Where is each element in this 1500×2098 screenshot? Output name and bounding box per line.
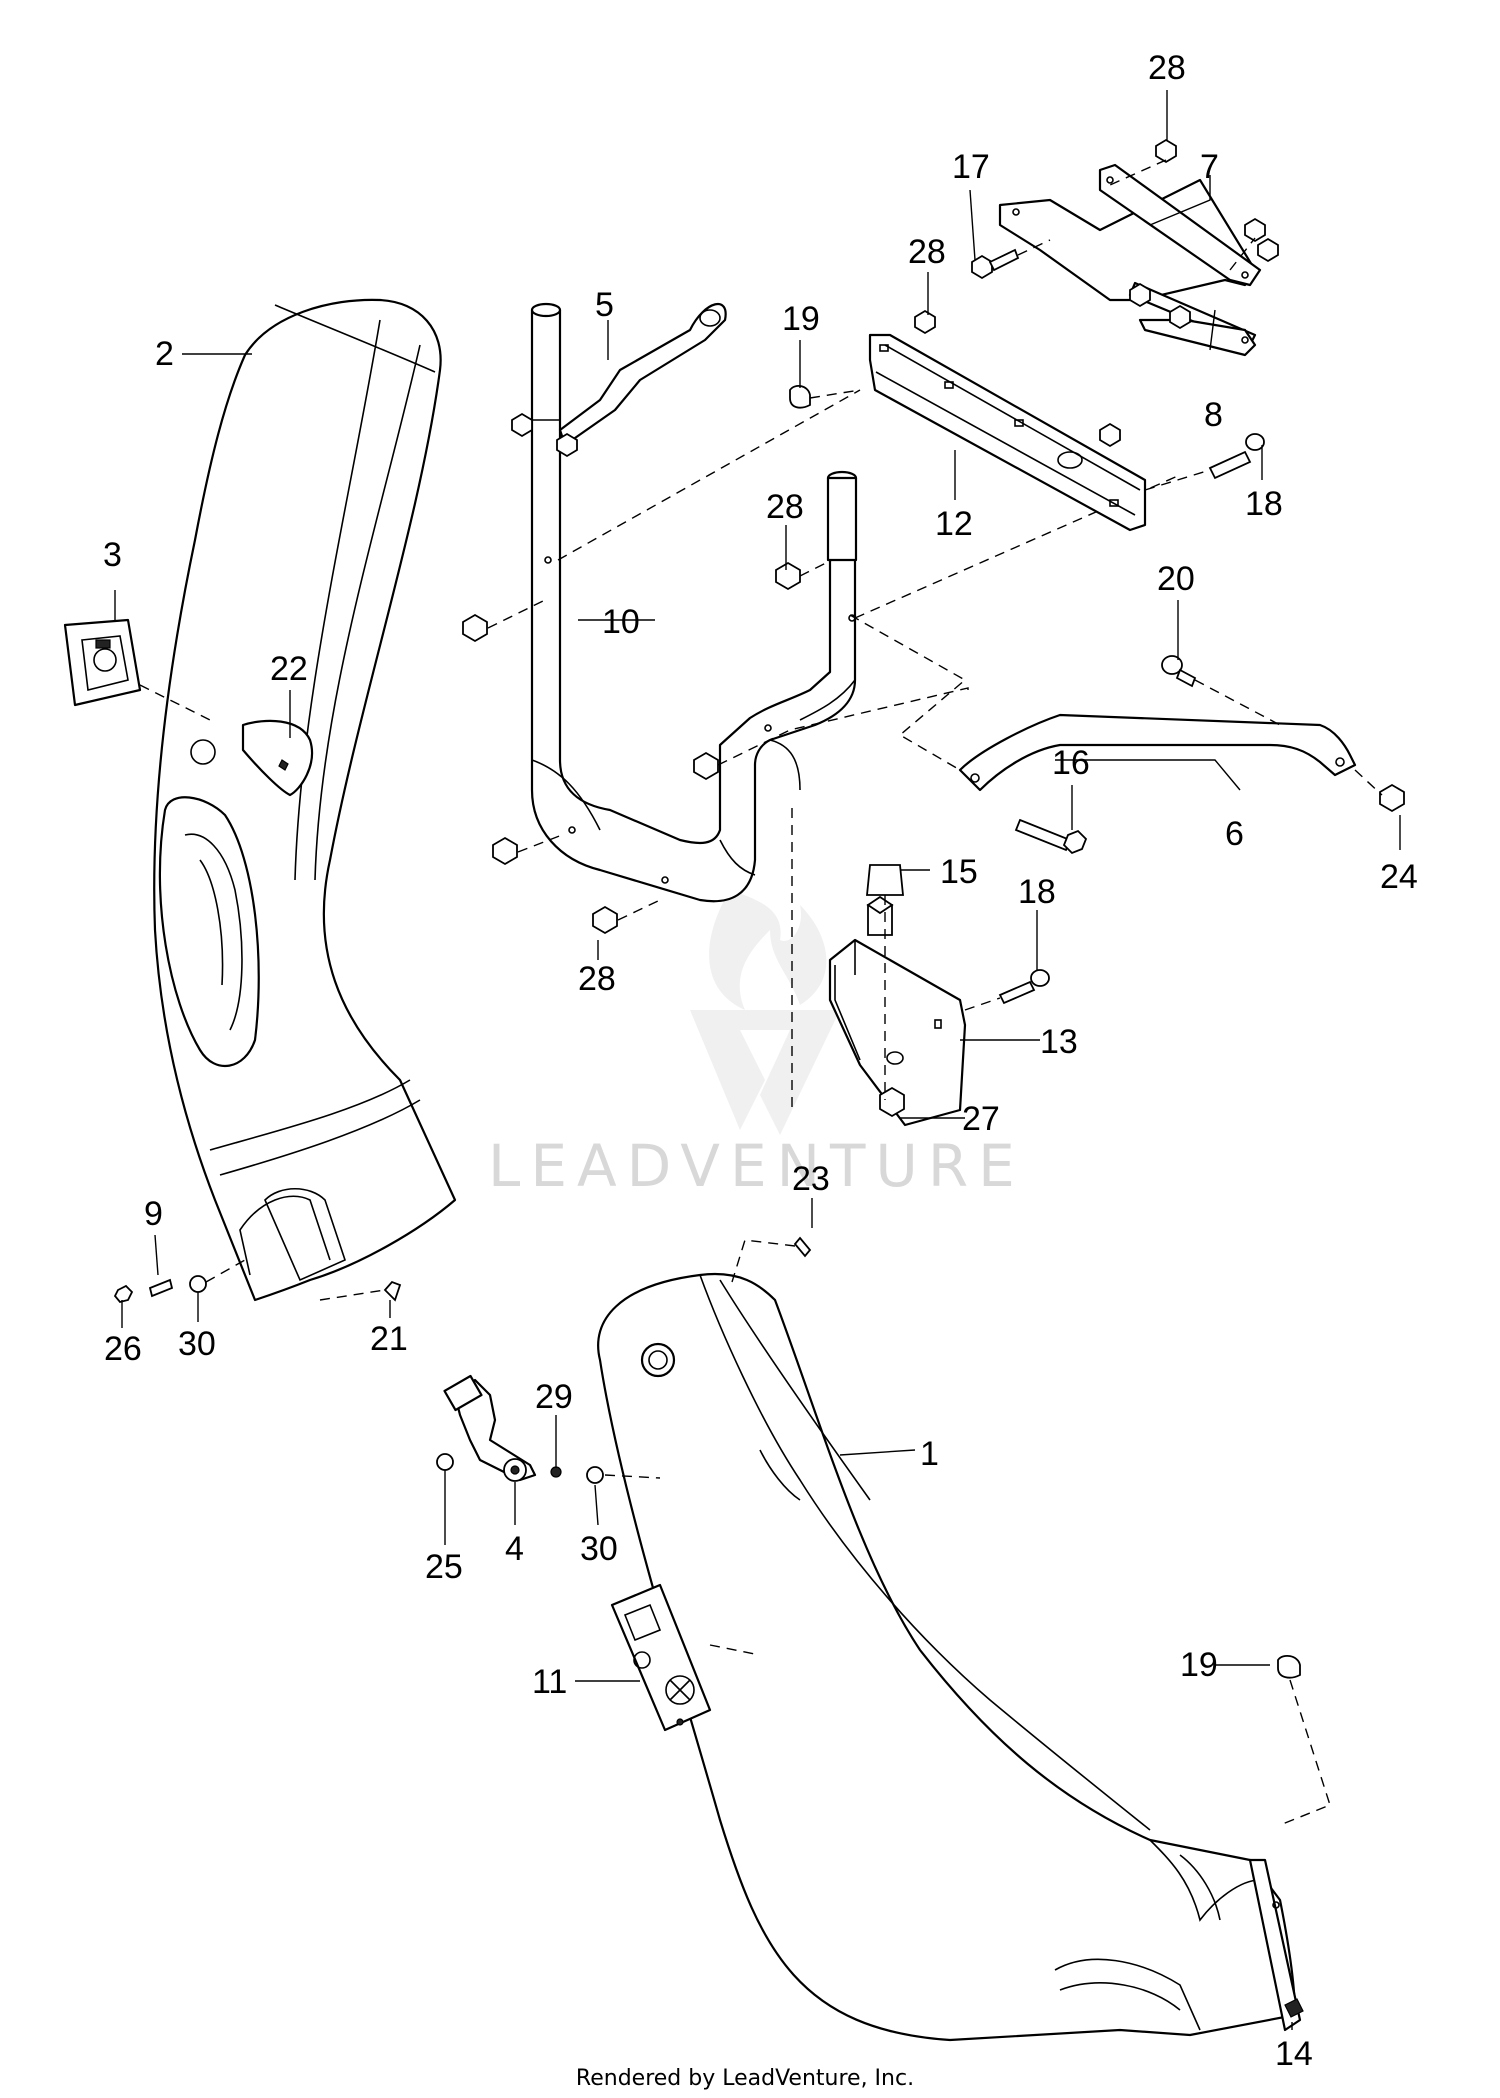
callout-18-upper: 18 [1245,485,1283,523]
part-18-bolt-upper [1144,433,1265,491]
callout-7: 7 [1200,148,1219,186]
callout-28-mid: 28 [908,233,946,271]
part-2-left-cover [153,298,457,1302]
part-6-rod [958,713,1357,855]
callout-3: 3 [103,536,122,574]
part-17-bolt [971,239,1051,280]
part-20-bolt [1161,655,1281,726]
callout-9: 9 [144,1195,163,1233]
callout-30-left: 30 [178,1325,216,1363]
callout-17: 17 [952,148,990,186]
callout-28-bottom: 28 [578,960,616,998]
watermark-logo [690,890,840,1135]
part-13-bracket [828,895,967,1127]
callout-2: 2 [155,335,174,373]
part-19-plug-lower [1277,1654,1331,1826]
part-5-bracket [511,302,727,458]
callout-18-lower: 18 [1018,873,1056,911]
callout-26: 26 [104,1330,142,1368]
callout-20: 20 [1157,560,1195,598]
callout-25: 25 [425,1548,463,1586]
part-19-plug [789,384,861,409]
callout-1: 1 [920,1435,939,1473]
part-15-bolt [866,864,904,1100]
part-7-8-straps [998,138,1279,357]
callout-13: 13 [1040,1023,1078,1061]
callout-28-top: 28 [1148,49,1186,87]
frame-nuts [462,561,801,935]
leader-lines [114,90,1401,2030]
part-12-plate [868,309,1147,532]
watermark-text: LEADVENTURE [488,1132,1025,1200]
callout-19-upper: 19 [782,300,820,338]
callout-8: 8 [1204,396,1223,434]
part-10-frame [530,302,858,903]
callout-12: 12 [935,505,973,543]
callout-27: 27 [962,1100,1000,1138]
callout-23: 23 [792,1160,830,1198]
callout-28-left: 28 [766,488,804,526]
part-4-handle-hardware [436,1374,661,1484]
callout-22: 22 [270,650,308,688]
part-11-decal [610,1583,761,1732]
callout-10: 10 [602,603,640,641]
callout-16: 16 [1052,744,1090,782]
callout-19-lower: 19 [1180,1646,1218,1684]
part-23-screw [731,1236,812,1283]
callout-24: 24 [1380,858,1418,896]
part-24-nut [1354,769,1405,813]
callout-11: 11 [532,1663,567,1701]
callout-labels: 28 17 7 5 28 19 2 8 12 18 3 28 10 20 22 … [103,49,1418,2073]
footer-credit: Rendered by LeadVenture, Inc. [576,2066,914,2091]
part-18-bolt-lower [964,969,1050,1011]
callout-6: 6 [1225,815,1244,853]
callout-14: 14 [1275,2035,1313,2073]
callout-15: 15 [940,853,978,891]
callout-30-right: 30 [580,1530,618,1568]
callout-5: 5 [595,286,614,324]
part-3-clip [63,618,142,707]
part-1-main-cover [597,1272,1304,2042]
callout-21: 21 [370,1320,408,1358]
callout-4: 4 [505,1530,524,1568]
callout-29: 29 [535,1378,573,1416]
